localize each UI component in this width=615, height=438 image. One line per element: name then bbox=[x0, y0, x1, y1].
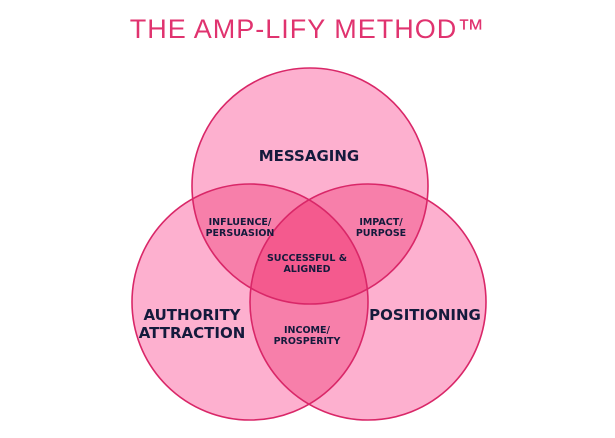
label-center-line2: ALIGNED bbox=[283, 264, 330, 275]
diagram-title: THE AMP-LIFY METHOD™ bbox=[129, 14, 486, 44]
overlap-center bbox=[250, 184, 368, 304]
label-center-line1: SUCCESSFUL & bbox=[267, 253, 347, 264]
label-messaging: MESSAGING bbox=[259, 147, 359, 165]
outline-messaging bbox=[191, 67, 429, 305]
outline-authority bbox=[131, 183, 369, 421]
label-influence-line1: INFLUENCE/ bbox=[209, 217, 272, 228]
label-impact-line2: PURPOSE bbox=[356, 228, 406, 239]
label-influence-line2: PERSUASION bbox=[206, 228, 275, 239]
label-income-line2: PROSPERITY bbox=[274, 336, 341, 347]
label-income-line1: INCOME/ bbox=[284, 325, 330, 336]
outline-positioning bbox=[249, 183, 487, 421]
label-positioning: POSITIONING bbox=[369, 306, 481, 324]
label-impact-line1: IMPACT/ bbox=[359, 217, 403, 228]
label-authority-line2: ATTRACTION bbox=[139, 324, 246, 342]
label-authority-line1: AUTHORITY bbox=[143, 306, 241, 324]
